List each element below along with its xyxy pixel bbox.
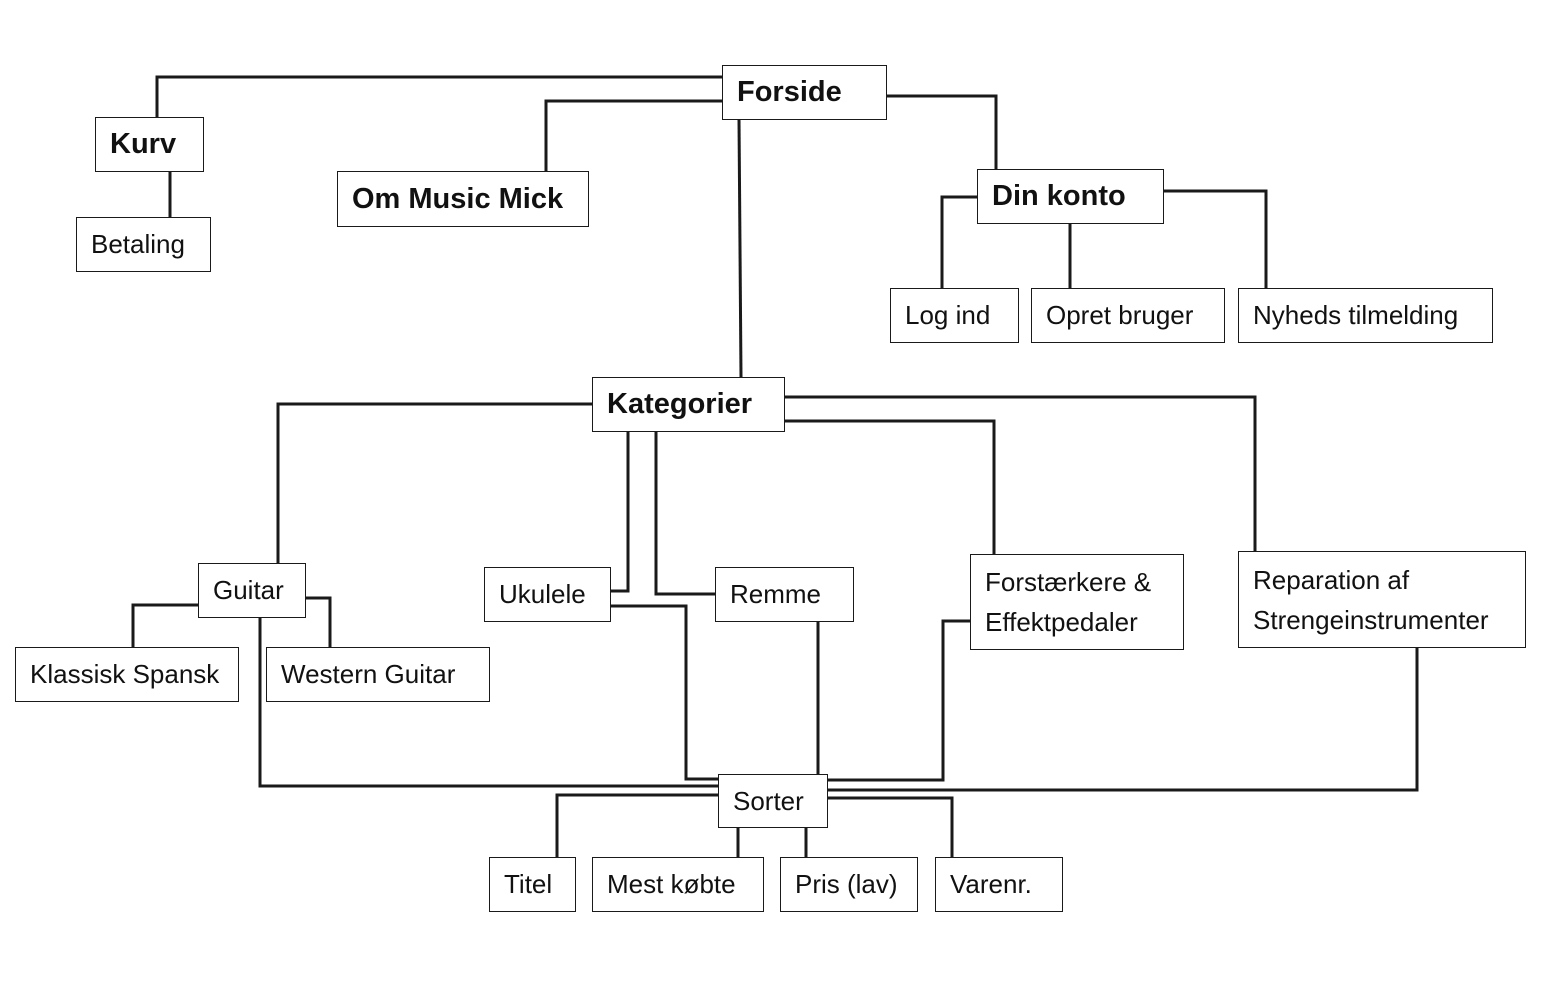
connector-forstaerkere-sorter — [827, 619, 970, 782]
node-remme: Remme — [715, 567, 854, 622]
connector-kategorier-reparation — [784, 395, 1257, 551]
node-titel: Titel — [489, 857, 576, 912]
node-opret-bruger: Opret bruger — [1031, 288, 1225, 343]
connector-dinkonto-logind — [940, 195, 977, 288]
node-forside: Forside — [722, 65, 887, 120]
connector-guitar-western — [305, 596, 332, 647]
connector-guitar-sorter — [258, 617, 718, 788]
node-western-guitar: Western Guitar — [266, 647, 490, 702]
node-klassisk-spansk: Klassisk Spansk — [15, 647, 239, 702]
connector-forside-om — [544, 99, 722, 171]
node-kurv: Kurv — [95, 117, 204, 172]
node-forstaerkere: Forstærkere & Effektpedaler — [970, 554, 1184, 650]
node-kategorier: Kategorier — [592, 377, 785, 432]
connector-sorter-titel — [555, 793, 718, 857]
node-nyheds-tilmelding: Nyheds tilmelding — [1238, 288, 1493, 343]
connector-forside-kategorier — [737, 118, 743, 378]
connector-dinkonto-nyheds — [1163, 189, 1268, 288]
node-reparation: Reparation af Strengeinstrumenter — [1238, 551, 1526, 648]
node-forstaerkere-line1: Forstærkere & — [985, 567, 1152, 597]
node-mest-kobte: Mest købte — [592, 857, 764, 912]
node-ukulele: Ukulele — [484, 567, 611, 622]
node-betaling: Betaling — [76, 217, 211, 272]
node-varenr: Varenr. — [935, 857, 1063, 912]
node-sorter: Sorter — [718, 774, 828, 828]
node-pris-lav: Pris (lav) — [780, 857, 918, 912]
connector-kategorier-guitar — [276, 402, 592, 563]
node-log-ind: Log ind — [890, 288, 1019, 343]
connector-reparation-sorter — [827, 647, 1419, 792]
connector-kategorier-forstaerkere — [784, 419, 996, 554]
node-om-music-mick: Om Music Mick — [337, 171, 589, 227]
node-forstaerkere-line2: Effektpedaler — [985, 607, 1138, 637]
node-reparation-line2: Strengeinstrumenter — [1253, 604, 1489, 635]
connector-sorter-varenr — [827, 796, 954, 857]
node-guitar: Guitar — [198, 563, 306, 618]
connector-guitar-klassisk — [131, 603, 198, 647]
node-din-konto: Din konto — [977, 169, 1164, 224]
connector-forside-kurv — [155, 75, 722, 117]
connector-ukulele-sorter — [610, 604, 718, 781]
connector-kategorier-remme — [654, 431, 715, 596]
connector-kategorier-ukulele — [610, 431, 630, 593]
node-reparation-line1: Reparation af — [1253, 564, 1410, 595]
connector-forside-dinkonto — [887, 94, 998, 169]
